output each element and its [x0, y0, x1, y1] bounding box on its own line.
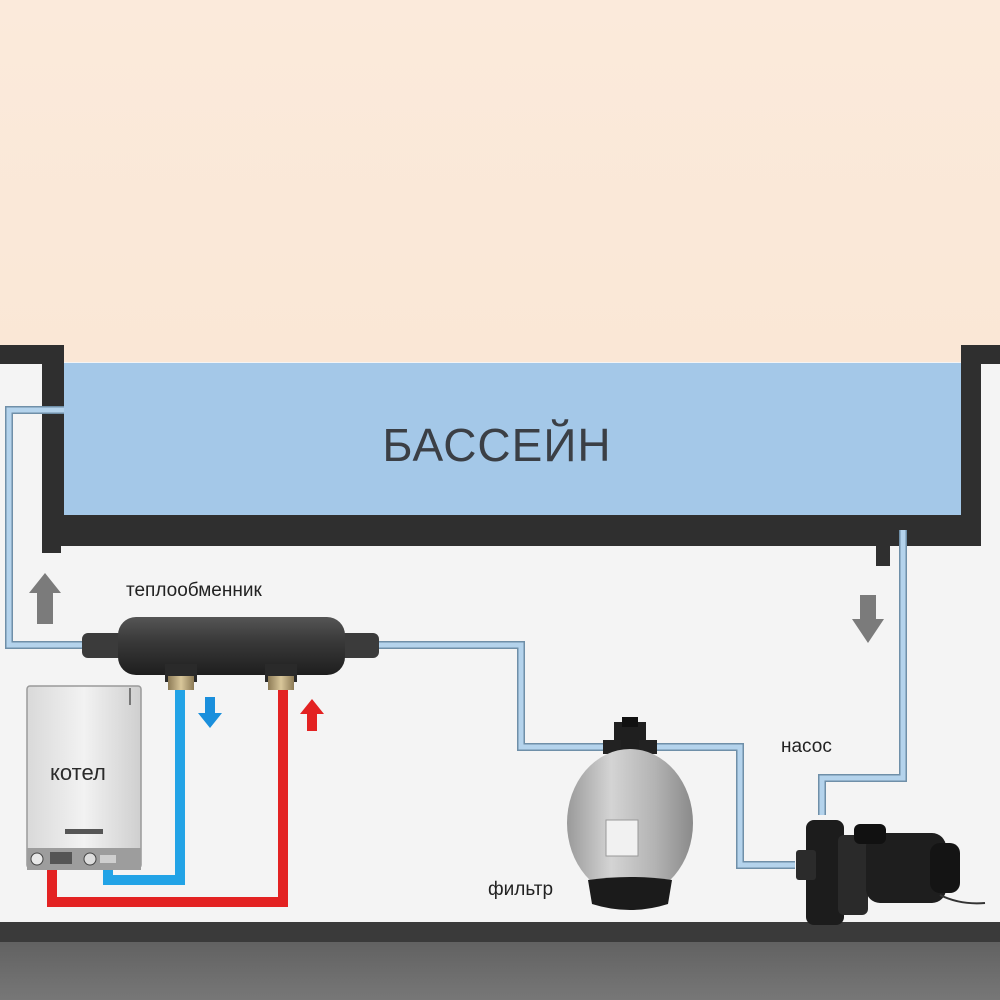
filter-label: фильтр — [488, 879, 554, 900]
arrow-up-icon — [29, 573, 61, 624]
sky-background — [0, 0, 1000, 362]
pool-water — [64, 363, 961, 515]
boiler-label: котел — [50, 760, 106, 785]
boiler — [26, 685, 142, 870]
hot-pipe — [47, 690, 288, 907]
sand-filter — [567, 717, 693, 910]
boiler-loop-pipes — [47, 690, 288, 907]
pump-label: насос — [781, 736, 832, 757]
cold-pipe — [103, 690, 185, 885]
heat-exchanger-label: теплообменник — [126, 580, 262, 601]
cold-return-arrow-icon — [198, 697, 222, 728]
pool-water-pipes — [5, 406, 907, 869]
pump — [796, 820, 986, 925]
arrow-down-icon — [852, 595, 884, 643]
heat-exchanger — [82, 617, 379, 690]
hot-supply-arrow-icon — [300, 699, 324, 731]
floor-edge — [0, 922, 1000, 942]
pool-label: БАССЕЙН — [382, 419, 612, 471]
